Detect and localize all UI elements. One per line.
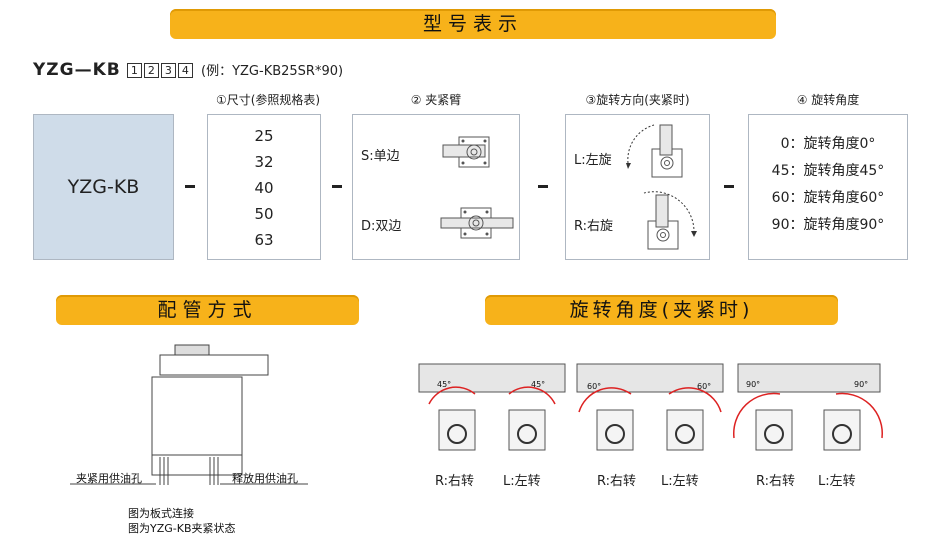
banner-title: 配管方式 xyxy=(157,299,258,321)
code-slot-2: 2 xyxy=(143,63,159,78)
separator-dash xyxy=(332,185,342,188)
arm-double-label: D:双边 xyxy=(361,219,402,234)
clamp-port-label: 夹紧用供油孔 xyxy=(76,472,142,485)
rotation-right-label: R:右转 xyxy=(435,474,475,489)
rotation-angle-label: 90° xyxy=(746,380,761,389)
direction-right-label: R:右旋 xyxy=(574,219,614,234)
model-designation-banner: 型号表示 xyxy=(170,9,776,39)
left-rotation-diagram xyxy=(626,124,683,178)
double-arm-diagram xyxy=(440,207,514,239)
banner-title: 型号表示 xyxy=(422,13,523,35)
single-arm-diagram xyxy=(442,136,490,168)
model-code-example: (例：YZG-KB25SR*90) xyxy=(201,64,344,79)
code-slot-1: 1 xyxy=(126,63,142,78)
release-port-label: 释放用供油孔 xyxy=(232,472,298,485)
size-box: 25 32 40 50 63 xyxy=(207,114,321,260)
rotation-right-label: R:右转 xyxy=(756,474,796,489)
model-name: YZG-KB xyxy=(67,176,140,198)
rotation-group-45: 45° 45° R:右转 L:左转 xyxy=(417,362,567,522)
rotation-angle-label: 60° xyxy=(697,382,712,391)
piping-note-1: 图为板式连接 xyxy=(128,507,194,520)
rotation-group-60: 60° 60° R:右转 L:左转 xyxy=(575,362,725,522)
angle-option: 60：旋转角度60° xyxy=(771,190,885,206)
separator-dash xyxy=(724,185,734,188)
size-option: 25 xyxy=(254,127,274,145)
piping-diagram xyxy=(70,344,308,485)
rotation-left-label: L:左转 xyxy=(503,474,541,489)
piping-note-2: 图为YZG-KB夹紧状态 xyxy=(128,522,236,535)
rotation-angle-label: 45° xyxy=(531,380,546,389)
size-option: 50 xyxy=(254,205,274,223)
column-header-arm: ② 夹紧臂 xyxy=(410,93,462,107)
code-slot-3: 3 xyxy=(160,63,176,78)
column-header-angle: ④ 旋转角度 xyxy=(796,93,860,107)
rotation-60-diagram xyxy=(576,363,724,451)
column-header-direction: ③旋转方向(夹紧时) xyxy=(585,93,690,107)
rotation-left-label: L:左转 xyxy=(818,474,856,489)
banner-title: 旋转角度(夹紧时) xyxy=(569,299,754,321)
rotation-angle-label: 90° xyxy=(854,380,869,389)
rotation-direction-box: L:左旋 R:右旋 xyxy=(565,114,710,260)
piping-banner: 配管方式 xyxy=(56,295,359,325)
rotation-group-90: 90° 90° R:右转 L:左转 xyxy=(732,362,884,522)
size-option: 63 xyxy=(254,231,274,249)
size-option: 40 xyxy=(254,179,274,197)
angle-option: 90：旋转角度90° xyxy=(771,217,885,233)
column-header-size: ①尺寸(参照规格表) xyxy=(215,93,321,107)
clamp-arm-box: S:单边 D:双边 xyxy=(352,114,520,260)
direction-left-label: L:左旋 xyxy=(574,153,612,168)
rotation-45-diagram xyxy=(418,363,566,451)
rotation-angle-label: 60° xyxy=(587,382,602,391)
model-name-box: YZG-KB xyxy=(33,114,174,260)
rotation-angle-banner: 旋转角度(夹紧时) xyxy=(485,295,838,325)
angle-option: 0：旋转角度0° xyxy=(780,136,876,152)
rotation-right-label: R:右转 xyxy=(597,474,637,489)
rotation-left-label: L:左转 xyxy=(661,474,699,489)
separator-dash xyxy=(185,185,195,188)
arm-single-label: S:单边 xyxy=(361,149,400,164)
separator-dash xyxy=(538,185,548,188)
rotation-90-diagram xyxy=(733,363,883,451)
right-rotation-diagram xyxy=(643,191,697,250)
angle-option: 45：旋转角度45° xyxy=(771,163,885,179)
size-option: 32 xyxy=(254,153,274,171)
code-slot-4: 4 xyxy=(177,63,193,78)
model-code-prefix: YZG—KB xyxy=(33,60,121,80)
rotation-angle-box: 0：旋转角度0° 45：旋转角度45° 60：旋转角度60° 90：旋转角度90… xyxy=(748,114,908,260)
rotation-angle-label: 45° xyxy=(437,380,452,389)
